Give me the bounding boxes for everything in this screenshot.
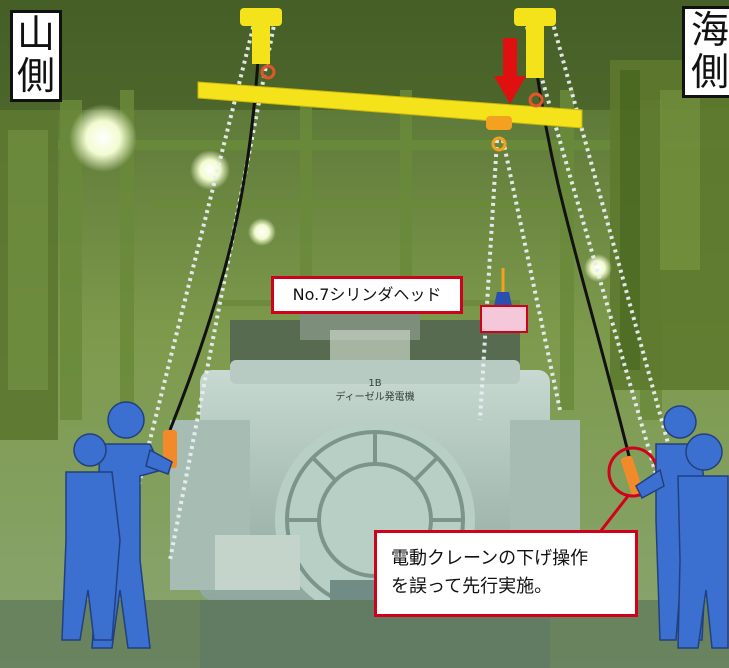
mountain-side-char-2: 側 xyxy=(16,54,55,98)
operation-error-line-1: 電動クレーンの下げ操作 xyxy=(391,548,589,569)
operation-error-line-2: を誤って先行実施。 xyxy=(391,576,553,597)
sea-side-label: 海 側 xyxy=(682,6,729,98)
ceiling-lamp xyxy=(69,104,137,172)
hoist-left-icon xyxy=(240,8,282,80)
cylinder-head-load xyxy=(480,268,528,333)
sea-side-char-2: 側 xyxy=(691,50,729,94)
sea-side-char-1: 海 xyxy=(691,8,729,52)
lifting-beam xyxy=(197,81,583,129)
callout-pointer xyxy=(598,495,630,533)
center-hook-icon xyxy=(486,116,512,152)
cylinder-head-callout: No.7シリンダヘッド xyxy=(271,276,463,314)
ceiling-lamp xyxy=(190,150,230,190)
hoist-right-icon xyxy=(514,8,556,108)
ceiling-lamp xyxy=(584,254,612,282)
machine-plate-line1: 1B xyxy=(368,378,381,389)
machine-plate-line2: ディーゼル発電機 xyxy=(335,390,414,403)
operation-error-callout: 電動クレーンの下げ操作 を誤って先行実施。 xyxy=(374,530,638,617)
worker-left-icon xyxy=(61,401,173,649)
ceiling-lamp xyxy=(248,218,276,246)
down-arrow-icon xyxy=(494,38,526,104)
mountain-side-char-1: 山 xyxy=(16,12,55,56)
left-ductwork xyxy=(0,110,58,440)
right-ductwork xyxy=(610,60,729,390)
mountain-side-label: 山 側 xyxy=(10,10,62,102)
worker-right-icon xyxy=(635,405,729,649)
cylinder-head-label: No.7シリンダヘッド xyxy=(292,285,442,304)
